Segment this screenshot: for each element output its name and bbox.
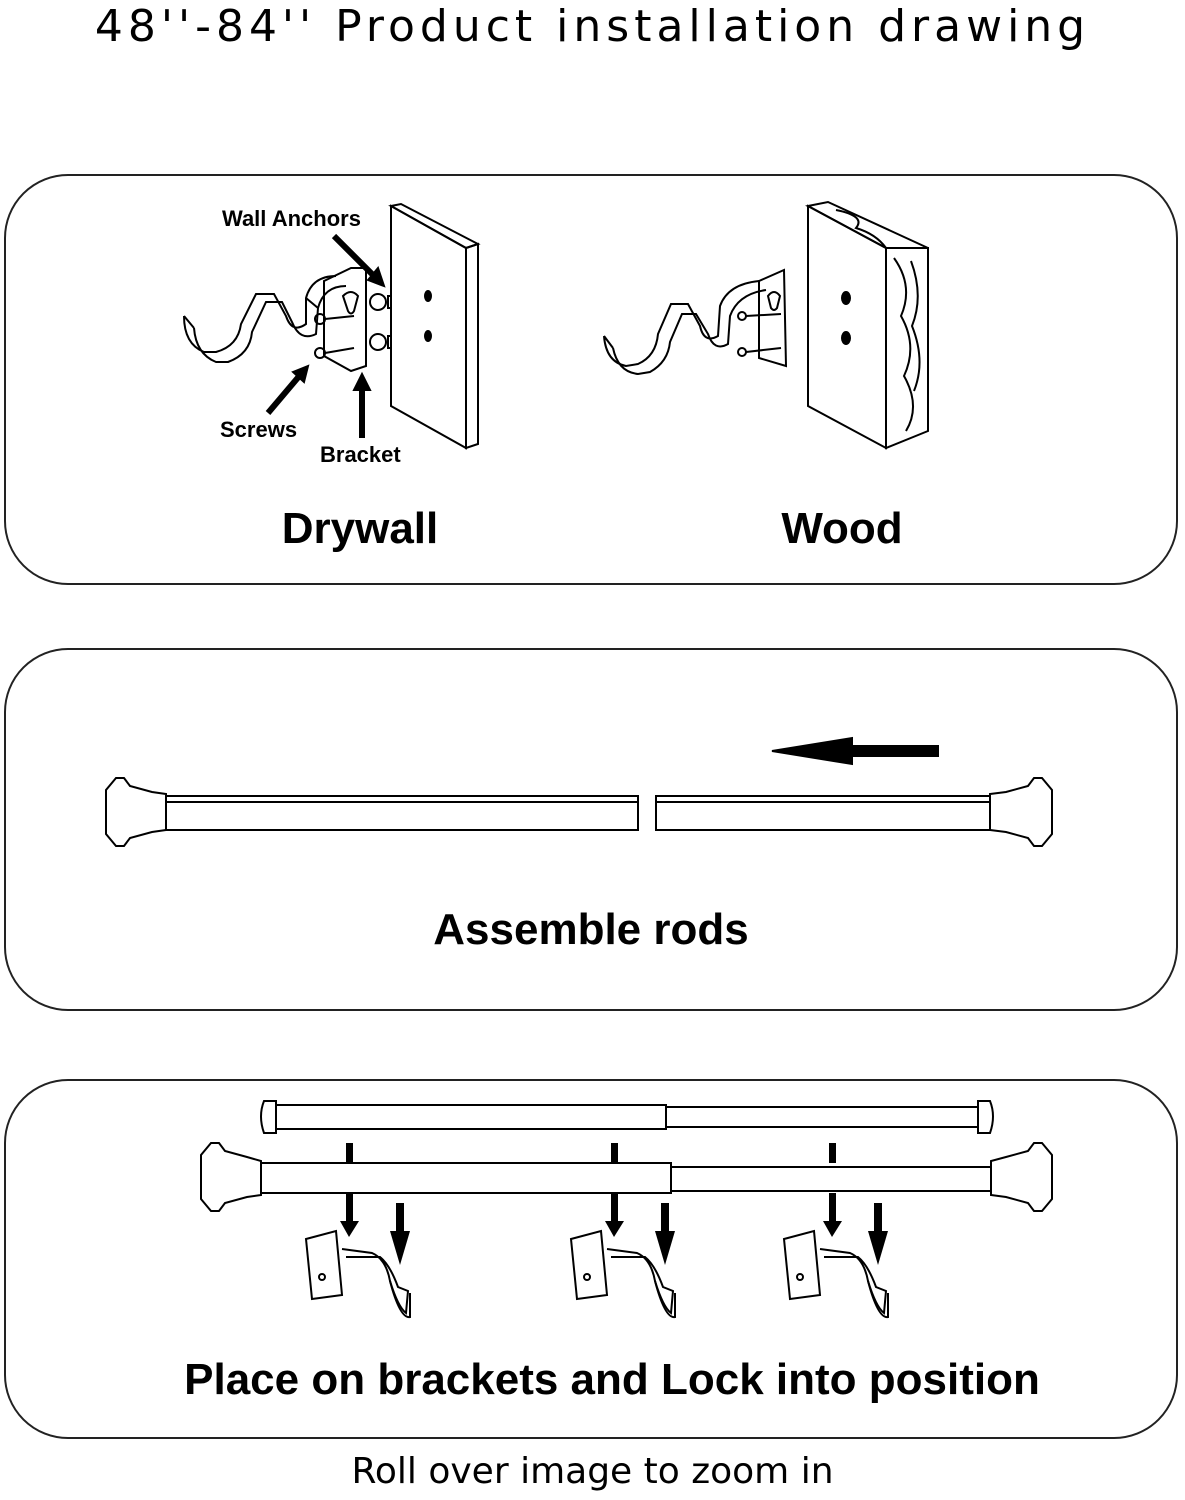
bracket-icon <box>782 1229 889 1319</box>
assemble-rods-label: Assemble rods <box>433 905 749 954</box>
single-bracket-icon <box>603 268 788 376</box>
arrow-down-icon <box>868 1203 888 1265</box>
mounting-panel: Wall Anchors Screws Bracket Drywall Wood <box>4 174 1178 585</box>
wood-label: Wood <box>781 504 903 553</box>
bracket-callout: Bracket <box>320 442 401 467</box>
page-title: 48''-84'' Product installation drawing <box>94 1 1091 52</box>
callout-arrows <box>265 233 386 438</box>
double-bracket-icon <box>183 267 367 373</box>
assemble-illustration <box>105 736 1053 847</box>
drywall-label: Drywall <box>281 504 439 553</box>
right-rod-icon <box>655 777 1053 847</box>
screws-callout: Screws <box>220 417 298 442</box>
place-panel: Place on brackets and Lock into position <box>4 1079 1178 1439</box>
left-rod-icon <box>105 777 639 847</box>
arrow-down-icon <box>340 1143 359 1237</box>
arrow-left-icon <box>771 736 939 766</box>
screws-icon <box>314 313 355 359</box>
place-lock-label: Place on brackets and Lock into position <box>184 1355 1040 1404</box>
bracket-icon <box>304 1229 411 1319</box>
back-rod-icon <box>200 1142 1053 1212</box>
mounting-illustration <box>183 200 929 450</box>
arrow-down-icon <box>605 1143 624 1237</box>
arrow-down-icon <box>390 1203 410 1265</box>
zoom-hint: Roll over image to zoom in <box>351 1451 834 1492</box>
wall-panel-icon <box>388 202 481 450</box>
place-illustration <box>200 1100 1053 1319</box>
arrow-down-icon <box>823 1143 842 1237</box>
wood-block-icon <box>805 200 929 450</box>
wall-anchors-callout: Wall Anchors <box>222 206 361 231</box>
assemble-panel: Assemble rods <box>4 648 1178 1011</box>
bracket-icon <box>569 1229 676 1319</box>
front-rod-icon <box>260 1100 994 1134</box>
arrow-down-icon <box>655 1203 675 1265</box>
arrow-down-icons <box>340 1143 888 1265</box>
